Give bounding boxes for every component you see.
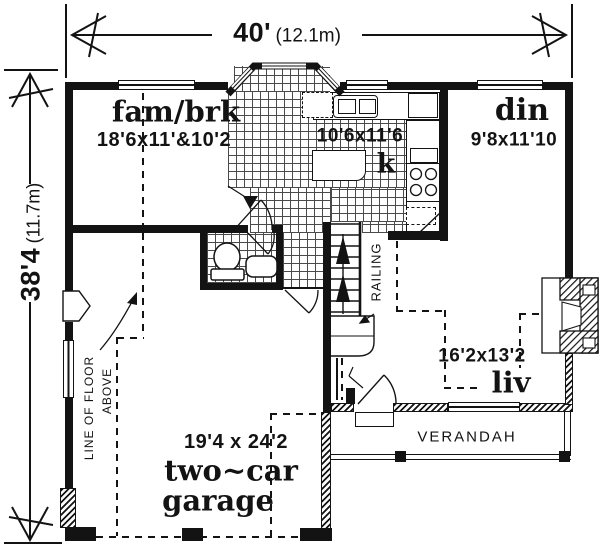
bathroom-wall [276, 231, 283, 290]
sink-basin [359, 99, 376, 114]
window [63, 340, 74, 398]
floor-above-label-2: ABOVE [100, 367, 114, 415]
garage-door-post [65, 527, 96, 541]
height-metric: (11.7m) [23, 182, 44, 244]
nook-tile-floor [234, 66, 330, 92]
wall [65, 398, 73, 488]
exterior-wall [565, 353, 573, 405]
wall [195, 82, 228, 90]
wall [565, 82, 573, 282]
room-size-family: 18'6x11'&10'2 [96, 129, 232, 151]
floor-above-arrow [99, 292, 137, 351]
closet-wall [336, 358, 338, 400]
verandah-post [395, 451, 406, 462]
room-size-living: 16'2x13'2 [438, 345, 526, 367]
floor-above-dashed-line [142, 93, 144, 225]
width-feet: 40' [233, 17, 272, 48]
kitchen-dining-wall [440, 90, 448, 241]
room-label-dining: din [494, 93, 550, 128]
counter-appliance [410, 148, 438, 163]
wall [65, 225, 207, 233]
door-swing [284, 289, 319, 314]
floor-above-dashed-line [270, 413, 321, 415]
garage-door-post [300, 528, 332, 541]
hall-tile-floor [283, 233, 323, 288]
room-boundary-dashed [396, 310, 445, 312]
room-boundary-dashed [396, 241, 398, 310]
hall-tile-floor [362, 222, 440, 233]
verandah-edge [564, 412, 571, 456]
garage-wall [321, 412, 331, 541]
dishwasher [406, 207, 436, 225]
wall [543, 82, 573, 90]
exterior-wall [393, 403, 448, 412]
floor-above-dashed-line [270, 413, 272, 536]
height-dimension-arrow [4, 69, 62, 544]
sink-basin [338, 99, 356, 114]
verandah-edge [331, 454, 571, 460]
front-door-swing [357, 374, 397, 405]
room-boundary-dashed [444, 310, 446, 387]
room-size-dining: 9'8x11'10 [470, 129, 558, 151]
floor-transition-line [283, 287, 323, 289]
floor-above-label-1: LINE OF FLOOR [82, 355, 96, 461]
stair-wall [323, 222, 331, 415]
wall [388, 82, 477, 90]
tile-corner-line [227, 185, 251, 201]
bathroom-tile-floor [207, 233, 276, 283]
floor-above-dashed-line [117, 337, 144, 339]
exterior-wall [331, 403, 354, 412]
closet-dashed-line [341, 358, 343, 400]
floor-above-dashed-line [142, 233, 144, 337]
stove [406, 163, 440, 202]
closet-door [348, 366, 364, 389]
floor-above-dashed-line [116, 337, 118, 536]
room-label-living: liv [491, 365, 531, 400]
window [118, 80, 195, 90]
room-size-kitchen: 10'6x11'6 [316, 125, 404, 147]
fireplace [541, 277, 599, 354]
bathroom-wall [200, 225, 207, 290]
entry-stoop [355, 412, 394, 427]
room-boundary-dashed [519, 313, 521, 368]
room-size-garage: 19'4 x 24'2 [184, 431, 288, 453]
garage-door-post [182, 528, 203, 541]
bathroom-wall [200, 283, 283, 290]
room-label-garage-1: two~car [164, 453, 298, 488]
room-label-garage-2: garage [162, 483, 274, 518]
bathroom-wall [200, 225, 248, 233]
room-boundary-dashed [519, 313, 548, 315]
railing-label: RAILING [368, 242, 384, 302]
wall [65, 322, 73, 340]
garage-wall [60, 488, 76, 528]
wall [388, 231, 448, 240]
width-metric: (12.1m) [275, 25, 341, 47]
room-boundary-dashed [444, 387, 477, 389]
entry-wall-stub [346, 388, 355, 404]
railing-pointer [358, 313, 375, 324]
wall [65, 82, 73, 292]
height-feet: 38'4 [15, 247, 46, 302]
window [346, 80, 388, 90]
kitchen-island [312, 150, 366, 181]
room-label-family: fam/brk [111, 94, 241, 129]
window [448, 402, 520, 412]
refrigerator [408, 93, 438, 118]
room-label-kitchen: k [376, 148, 396, 180]
stairs-direction-arrow [336, 234, 350, 314]
bathroom-wall [272, 225, 283, 233]
verandah-label: VERANDAH [417, 428, 517, 446]
kitchen-tile-floor [250, 188, 331, 233]
verandah-post [559, 451, 570, 462]
height-dimension-label: 38'4 (11.7m) [15, 182, 46, 302]
upper-cabinet [302, 92, 333, 118]
wall [65, 82, 120, 90]
garage-door-line [96, 536, 300, 538]
width-dimension-label: 40' (12.1m) [233, 17, 341, 48]
side-door-leaf [62, 290, 91, 322]
window [477, 80, 543, 90]
